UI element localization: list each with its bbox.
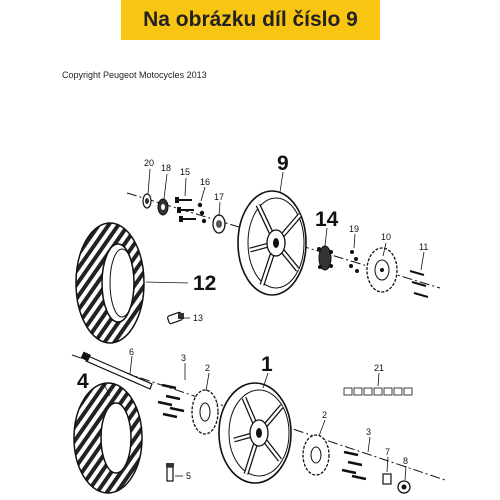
callout-17: 17 <box>214 192 224 202</box>
callout-21: 21 <box>374 363 384 373</box>
washers-16 <box>197 202 207 224</box>
title-banner: Na obrázku díl číslo 9 <box>121 0 380 40</box>
balance-weights-21 <box>343 387 413 396</box>
seal-18 <box>157 198 169 216</box>
callout-4: 4 <box>77 370 89 393</box>
bolts-3-right <box>341 450 367 481</box>
callout-7: 7 <box>385 447 390 457</box>
callout-9: 9 <box>277 152 289 175</box>
callout-5: 5 <box>186 471 191 481</box>
nut-8 <box>397 480 411 494</box>
leader-lines <box>103 168 425 481</box>
lower-axis-line <box>71 354 446 481</box>
tyre-4 <box>73 382 143 494</box>
valve-5 <box>166 463 174 482</box>
callout-6: 6 <box>129 347 134 357</box>
spacer-7 <box>382 473 392 485</box>
spacer-20 <box>142 193 152 209</box>
callout-12: 12 <box>193 272 216 295</box>
bolts-15 <box>175 197 196 222</box>
brake-disc-2-left <box>191 389 219 435</box>
brake-disc-2-right <box>302 434 330 476</box>
callout-13: 13 <box>193 313 203 323</box>
bearing-17 <box>212 214 226 234</box>
nuts-19 <box>349 250 359 273</box>
valve-13 <box>167 311 184 325</box>
callout-2-left: 2 <box>205 363 210 373</box>
bolts-11 <box>409 270 429 298</box>
callout-11: 11 <box>419 242 428 252</box>
callout-1: 1 <box>261 353 273 376</box>
brake-disc-10 <box>366 247 398 293</box>
callout-2-right: 2 <box>322 410 327 420</box>
callout-8: 8 <box>403 456 408 466</box>
wheel-rim-9 <box>237 190 307 296</box>
axle-6 <box>80 351 153 390</box>
callout-19: 19 <box>349 224 359 234</box>
callout-10: 10 <box>381 232 391 242</box>
hub-14 <box>317 245 333 271</box>
callout-20: 20 <box>144 158 154 168</box>
tyre-12 <box>75 222 145 344</box>
callout-18: 18 <box>161 163 171 173</box>
callout-14: 14 <box>315 208 339 231</box>
copyright-notice: Copyright Peugeot Motocycles 2013 <box>62 70 207 80</box>
banner-title: Na obrázku díl číslo 9 <box>143 8 358 31</box>
wheel-rim-1 <box>218 382 292 484</box>
bolts-3-left <box>157 383 185 419</box>
callout-15: 15 <box>180 167 190 177</box>
callout-16: 16 <box>200 177 210 187</box>
callout-3-upper: 3 <box>181 353 186 363</box>
callout-3-lower: 3 <box>366 427 371 437</box>
